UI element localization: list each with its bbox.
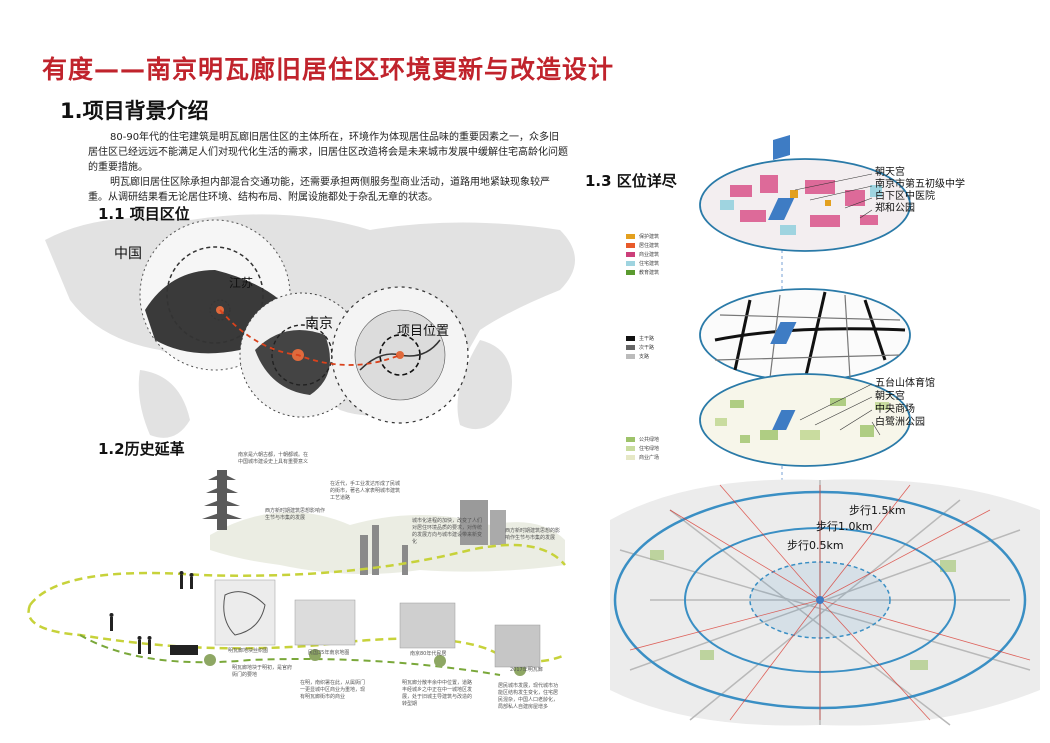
history-heading: 1.2历史延革 <box>98 440 185 458</box>
legend-label: 商业广场 <box>639 455 660 461</box>
district-heading: 1.3 区位详尽 <box>585 172 677 190</box>
layer-green <box>699 373 911 467</box>
legend-item: 次干路 <box>626 343 654 352</box>
legend-label: 保护建筑 <box>639 234 660 240</box>
walk-label-1-5km: 步行1.5km <box>849 504 906 517</box>
annot-stadium: 五台山体育馆 <box>875 378 935 389</box>
nanjing-circle <box>239 292 365 418</box>
legend-item: 教育建筑 <box>626 268 659 277</box>
legend-item: 商业建筑 <box>626 250 659 259</box>
walk-label-1-0km: 步行1.0km <box>816 520 873 533</box>
legend-item: 居住建筑 <box>626 241 659 250</box>
history-note-5: 西方新时期建筑思想的影响作生节与市集的发展 <box>505 528 561 541</box>
section-heading-background: 1.项目背景介绍 <box>60 99 209 123</box>
history-map-thumbnails <box>214 579 541 668</box>
history-note-2: 在近代，手工业发达形成了民城的街市，著名人家表明城市建筑工艺道路 <box>330 481 401 501</box>
history-map-label-4: 2017年明瓦廊 <box>510 667 543 673</box>
history-note-3: 西方新时期建筑思想影响作生节与市集的发展 <box>265 508 326 521</box>
location-heading: 1.1 项目区位 <box>98 205 190 223</box>
legend-swatch <box>626 437 635 442</box>
legend-item: 住宅建筑 <box>626 259 659 268</box>
legend-swatch <box>626 243 635 248</box>
legend-roads: 主干路 次干路 支路 <box>626 334 654 361</box>
legend-swatch <box>626 345 635 350</box>
legend-label: 次干路 <box>639 345 655 351</box>
legend-swatch <box>626 455 635 460</box>
layer-buildings <box>699 158 911 252</box>
legend-label: 住宅建筑 <box>639 261 660 267</box>
legend-swatch <box>626 446 635 451</box>
label-china: 中国 <box>114 246 142 262</box>
history-illustration <box>27 470 566 676</box>
history-map-label-3: 南京80年代民居 <box>410 651 447 657</box>
legend-swatch <box>626 234 635 239</box>
annot-central-mall: 中央商场 <box>875 404 915 415</box>
timeline-upper <box>29 543 566 606</box>
history-map-label-1: 明瓦廊地块丝织图 <box>228 648 269 654</box>
legend-swatch <box>626 252 635 257</box>
district-layers <box>610 135 1040 726</box>
legend-buildings: 保护建筑 居住建筑 商业建筑 住宅建筑 教育建筑 <box>626 232 659 277</box>
annot-chaotiangong-2: 朝天宫 <box>875 391 905 402</box>
legend-label: 公共绿地 <box>639 437 660 443</box>
legend-swatch <box>626 336 635 341</box>
legend-item: 保护建筑 <box>626 232 659 241</box>
pagoda-illustration <box>202 470 242 530</box>
building-silhouettes <box>360 500 506 575</box>
legend-green: 公共绿地 住宅绿地 商业广场 <box>626 435 659 462</box>
legend-swatch <box>626 261 635 266</box>
annot-bailuzhou-park: 白鹭洲公园 <box>875 417 925 428</box>
legend-label: 主干路 <box>639 336 655 342</box>
intro-text: 80-90年代的住宅建筑是明瓦廊旧居住区的主体所在，环境作为体现居住品味的重要因… <box>88 130 568 205</box>
label-site: 项目位置 <box>397 324 450 339</box>
history-map-label-2: 民国35年南京地图 <box>308 650 350 656</box>
legend-label: 教育建筑 <box>639 270 660 276</box>
location-map <box>45 214 575 438</box>
site-circle <box>331 286 469 424</box>
legend-item: 支路 <box>626 352 654 361</box>
annot-hospital: 白下区中医院 <box>875 191 935 202</box>
history-caption-1: 明瓦廊地块于明初，是官府衙门的要地 <box>232 665 293 678</box>
annot-zhenghe-park: 郑和公园 <box>875 203 915 214</box>
walking-radius-map <box>610 479 1040 726</box>
legend-label: 住宅绿地 <box>639 446 660 452</box>
label-nanjing: 南京 <box>305 316 333 332</box>
legend-label: 支路 <box>639 354 650 360</box>
history-caption-3: 明瓦廊分散丰余中中位置，道路丰经城乡之中正在中一城地区发展，处于旧城主导建筑与改… <box>402 680 473 707</box>
history-caption-4: 居民城市发展，现代城市功能区结构发生变化，住宅居民混杂，中国人口老龄化，局部私人… <box>498 683 559 710</box>
legend-item: 商业广场 <box>626 453 659 462</box>
history-note-4: 城市化进程的加快，改变了人们对居住环境品质的要求，对传统的发展方向与城市建设带来… <box>412 518 483 545</box>
legend-label: 商业建筑 <box>639 252 660 258</box>
legend-label: 居住建筑 <box>639 243 660 249</box>
legend-item: 住宅绿地 <box>626 444 659 453</box>
legend-item: 主干路 <box>626 334 654 343</box>
site-pillar-top <box>773 135 790 160</box>
layer-roads <box>699 288 911 382</box>
annot-chaotiangong: 朝天宫 <box>875 167 905 178</box>
people-silhouettes <box>109 571 198 655</box>
legend-item: 公共绿地 <box>626 435 659 444</box>
intro-paragraph-2: 明瓦廊旧居住区除承担内部混合交通功能，还需要承担两侧服务型商业活动，道路用地紧缺… <box>88 177 550 203</box>
timeline-lower <box>79 634 501 676</box>
location-connector <box>219 309 401 366</box>
annotation-leaders <box>794 173 881 436</box>
intro-paragraph-1: 80-90年代的住宅建筑是明瓦廊旧居住区的主体所在，环境作为体现居住品味的重要因… <box>88 132 568 173</box>
legend-swatch <box>626 270 635 275</box>
history-caption-2: 在明，南织署在此，从属衙门一更显城中区商业为重地，现有明瓦廊街市的商业 <box>300 680 366 700</box>
annot-school: 南京市第五初级中学 <box>875 179 965 190</box>
walk-label-0-5km: 步行0.5km <box>787 539 844 552</box>
legend-swatch <box>626 354 635 359</box>
label-jiangsu: 江苏 <box>229 276 254 290</box>
history-note-1: 南京是六朝古都，十朝都城。在中国城市建设史上具有重要意义 <box>238 452 309 465</box>
page-title: 有度——南京明瓦廊旧居住区环境更新与改造设计 <box>42 55 615 84</box>
